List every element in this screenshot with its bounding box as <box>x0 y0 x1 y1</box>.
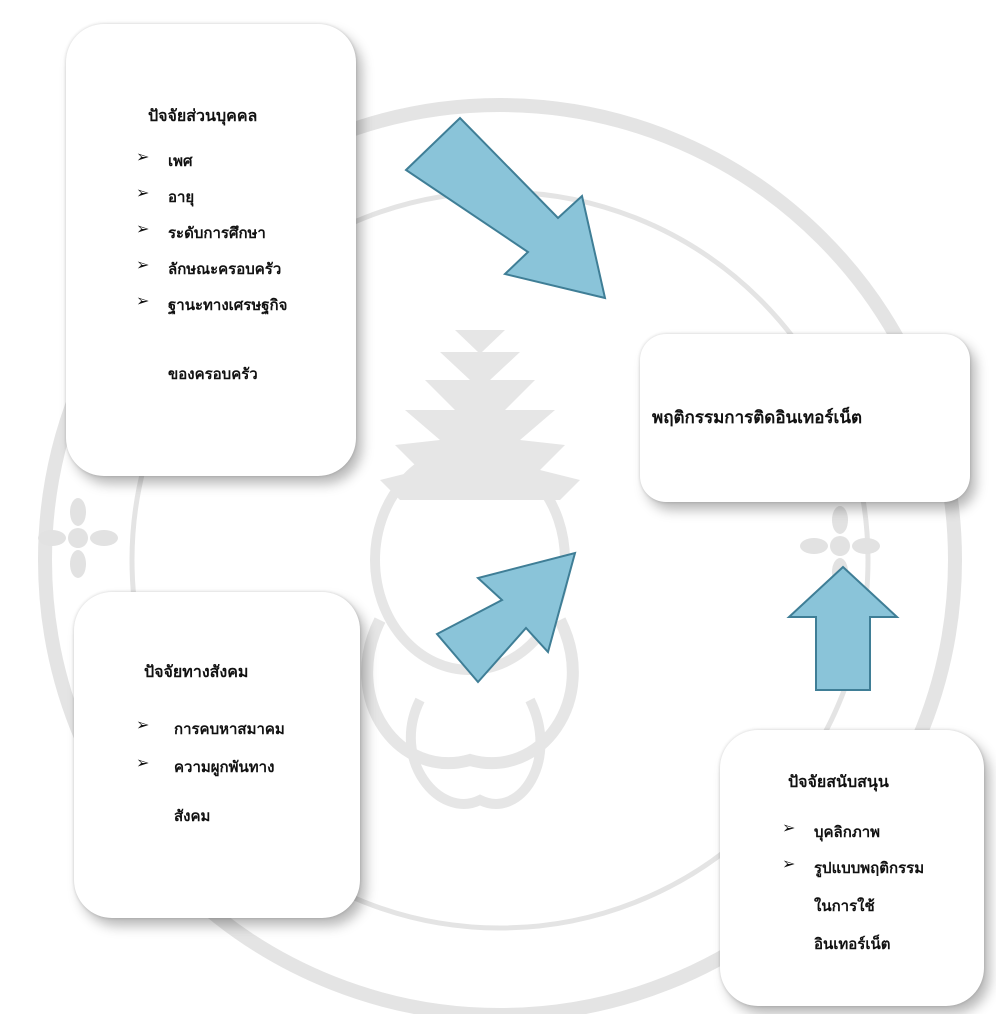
bullet-arrow-icon: ➢ <box>136 715 150 734</box>
list-item: ➢ ระดับการศึกษา <box>136 219 287 257</box>
social-factors-title: ปัจจัยทางสังคม <box>144 662 249 681</box>
personal-factors-box: ปัจจัยส่วนบุคคล ➢ เพศ ➢ อายุ ➢ ระดับการศ… <box>66 24 356 476</box>
supporting-factors-title: ปัจจัยสนับสนุน <box>788 772 889 791</box>
list-item-label: อายุ <box>168 188 195 206</box>
list-item-label: การคบหาสมาคม <box>174 720 285 738</box>
list-item: ➢ บุคลิกภาพ <box>782 818 924 856</box>
bullet-arrow-icon: ➢ <box>136 147 150 166</box>
arrow-up-icon <box>786 565 900 691</box>
list-item-continuation: อินเทอร์เน็ต <box>814 935 891 953</box>
bullet-arrow-icon: ➢ <box>136 291 150 310</box>
list-item: ➢ ฐานะทางเศรษฐกิจ <box>136 291 288 329</box>
list-item-label: รูปแบบพฤติกรรม <box>814 859 925 877</box>
social-factors-box: ปัจจัยทางสังคม ➢ การคบหาสมาคม ➢ ความผูกพ… <box>74 592 360 918</box>
personal-factors-list: ➢ เพศ ➢ อายุ ➢ ระดับการศึกษา ➢ ลักษณะครอ… <box>136 147 288 329</box>
bullet-arrow-icon: ➢ <box>136 255 150 274</box>
arrow-right-up-icon <box>435 551 577 684</box>
list-item: ➢ เพศ <box>136 147 287 185</box>
arrow-right-down-icon <box>404 116 607 300</box>
list-item: ➢ การคบหาสมาคม <box>136 715 285 755</box>
list-item: ➢ อายุ <box>136 183 287 221</box>
list-item: ➢ ความผูกพันทาง <box>136 753 285 793</box>
list-item-continuation: สังคม <box>174 807 211 825</box>
list-item-continuation: ของครอบครัว <box>168 365 258 383</box>
bullet-arrow-icon: ➢ <box>136 219 150 238</box>
list-item-label: ระดับการศึกษา <box>168 224 266 242</box>
list-item-label: ลักษณะครอบครัว <box>168 260 282 278</box>
list-item-label: ความผูกพันทาง <box>174 758 275 776</box>
bullet-arrow-icon: ➢ <box>782 854 796 873</box>
outcome-title: พฤติกรรมการติดอินเทอร์เน็ต <box>652 408 863 428</box>
bullet-arrow-icon: ➢ <box>782 818 796 837</box>
outcome-box: พฤติกรรมการติดอินเทอร์เน็ต <box>640 334 970 502</box>
bullet-arrow-icon: ➢ <box>136 183 150 202</box>
personal-factors-title: ปัจจัยส่วนบุคคล <box>148 106 258 125</box>
supporting-factors-list: ➢ บุคลิกภาพ ➢ รูปแบบพฤติกรรม <box>782 818 925 892</box>
list-item: ➢ ลักษณะครอบครัว <box>136 255 287 293</box>
list-item: ➢ รูปแบบพฤติกรรม <box>782 854 925 892</box>
bullet-arrow-icon: ➢ <box>136 753 150 772</box>
list-item-continuation: ในการใช้ <box>814 897 875 915</box>
list-item-label: เพศ <box>168 152 193 170</box>
social-factors-list: ➢ การคบหาสมาคม ➢ ความผูกพันทาง <box>136 715 285 793</box>
list-item-label: บุคลิกภาพ <box>814 823 881 841</box>
list-item-label: ฐานะทางเศรษฐกิจ <box>168 296 288 314</box>
supporting-factors-box: ปัจจัยสนับสนุน ➢ บุคลิกภาพ ➢ รูปแบบพฤติก… <box>720 730 984 1006</box>
